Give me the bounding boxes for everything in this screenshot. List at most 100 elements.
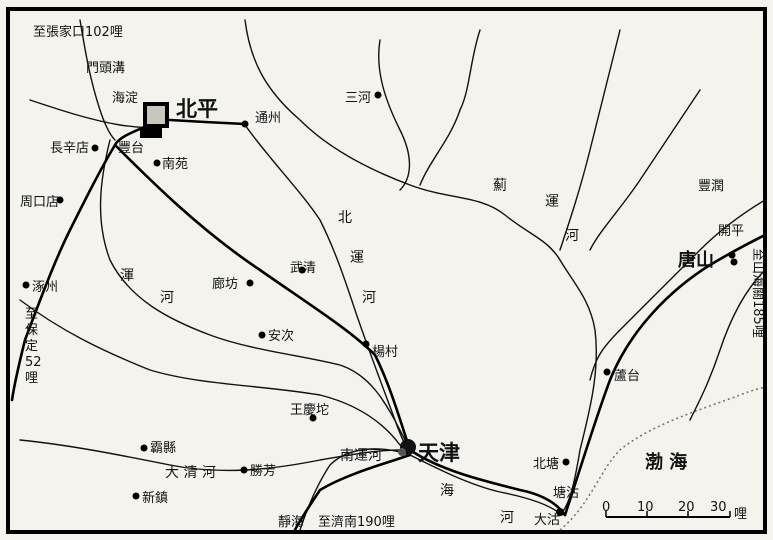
langfang-dot — [246, 279, 254, 287]
xinzhen-label: 新鎮 — [142, 490, 168, 506]
xinzhen-dot — [132, 492, 140, 500]
map-frame — [6, 7, 767, 534]
coastline — [559, 386, 766, 531]
zhoukoudian-dot — [56, 196, 64, 204]
dagu-label: 大沽 — [534, 513, 560, 528]
wuqing-dot — [298, 266, 306, 274]
railway-beiping-hankou — [10, 143, 117, 402]
jinan-distance: 至濟南190哩 — [318, 514, 395, 530]
scale-unit: 哩 — [734, 507, 747, 522]
shengfang-label: 勝芳 — [250, 464, 276, 479]
tributary-north-1 — [419, 29, 481, 186]
tributary-north-3 — [589, 89, 701, 251]
sanhe-dot — [374, 91, 382, 99]
tangshan-dot — [730, 258, 738, 266]
changxindian-dot — [91, 144, 99, 152]
beiyun-char-2: 運 — [350, 250, 364, 266]
nanyuan-label: 南苑 — [162, 156, 188, 172]
haidian-label: 海淀 — [112, 91, 138, 106]
beiyun-char-3: 河 — [362, 290, 376, 306]
tributary-east — [689, 269, 766, 421]
kaiping-label: 開平 — [718, 224, 744, 239]
shanhaiguan-distance: 至山海關185哩 — [750, 248, 765, 338]
hai-char-2: 河 — [500, 510, 514, 526]
zhangjiakou-distance: 至張家口102哩 — [33, 24, 123, 40]
baoding-char-3: 定 — [25, 339, 38, 354]
beiping-label: 北平 — [176, 97, 218, 121]
scale-tick-0: 0 — [602, 500, 610, 515]
nanyuan-dot — [153, 159, 161, 167]
stream-upper-left — [79, 19, 116, 141]
scale-tick-10: 10 — [637, 500, 654, 515]
baoding-char-2: 保 — [25, 323, 38, 338]
railway-tianjin-pukou — [293, 453, 412, 532]
hun-char-2: 河 — [160, 290, 174, 306]
baxian-label: 霸縣 — [150, 441, 176, 456]
wuqing-label: 武清 — [290, 261, 316, 276]
city-labels: 北平 天津 唐山 通州 三河 豐潤 開平 蘆台 北塘 塘沽 大沽 長辛店 周口店… — [20, 61, 744, 530]
mentougou-label: 門頭溝 — [86, 61, 125, 76]
jiyun-char-2: 運 — [545, 194, 559, 210]
scale-tick-30: 30 — [710, 500, 727, 515]
jiyun-char-3: 河 — [565, 228, 579, 244]
tanggu-label: 塘沽 — [553, 485, 579, 501]
beiping-city-block — [140, 102, 169, 138]
railway-beiping-tongzhou — [168, 118, 247, 126]
city-dots — [22, 91, 738, 516]
beitang-dot — [562, 458, 570, 466]
scale-tick-20: 20 — [678, 500, 695, 515]
scale-bar: 0 10 20 30 哩 — [602, 500, 747, 522]
langfang-label: 廊坊 — [212, 276, 238, 292]
tianjin-marker — [398, 439, 416, 456]
tangshan-label: 唐山 — [678, 249, 714, 271]
jinghai-label: 靜海 — [278, 515, 304, 530]
anci-label: 安次 — [268, 328, 294, 344]
wangqingtuo-dot — [309, 414, 317, 422]
baoding-char-1: 至 — [25, 307, 38, 322]
shengfang-dot — [240, 466, 248, 474]
da-qing-river — [19, 439, 401, 472]
tianjin-label: 天津 — [418, 441, 460, 465]
fengtai-label: 豐台 — [118, 141, 144, 156]
hun-river — [99, 139, 406, 441]
hun-char-1: 渾 — [120, 268, 134, 284]
tributary-ne — [589, 199, 766, 381]
baxian-dot — [140, 444, 148, 452]
wangqingtuo-label: 王慶坨 — [290, 402, 329, 418]
zhuozhou-label: 涿州 — [32, 280, 58, 295]
beitang-label: 北塘 — [533, 456, 559, 472]
nanyun-river-label: 南運河 — [340, 448, 382, 464]
ji-yun-river — [244, 19, 598, 516]
jiyun-char-1: 薊 — [493, 178, 507, 194]
yangcun-dot — [362, 340, 370, 348]
bohai-sea-label: 渤 海 — [645, 451, 687, 473]
daqing-river-label: 大 清 河 — [165, 465, 216, 481]
zhuozhou-dot — [22, 281, 30, 289]
railway-tianjin-tanggu — [408, 448, 567, 517]
hai-river — [409, 454, 563, 516]
fengrun-label: 豐潤 — [698, 179, 724, 194]
river-labels: 薊 運 河 北 運 河 渾 河 大 清 河 南運河 海 河 — [120, 178, 579, 526]
river-network — [19, 19, 766, 531]
dagu-dot — [556, 508, 564, 516]
anci-dot — [258, 331, 266, 339]
yangcun-label: 楊村 — [372, 344, 398, 360]
lutai-label: 蘆台 — [614, 369, 640, 384]
beiyun-char-1: 北 — [338, 210, 352, 226]
sanhe-label: 三河 — [345, 91, 371, 106]
railway-network — [10, 118, 767, 532]
hai-char-1: 海 — [440, 483, 454, 499]
zhoukoudian-label: 周口店 — [20, 195, 59, 210]
distance-notes: 至張家口102哩 至 保 定 52 哩 至山海關185哩 至濟南190哩 — [25, 24, 765, 530]
tongzhou-dot — [241, 120, 249, 128]
hun-river-branch — [19, 299, 401, 446]
tributary-north-2 — [559, 29, 621, 251]
three-rivers-stream — [378, 39, 411, 191]
baoding-char-4: 52 — [25, 355, 42, 370]
tongzhou-label: 通州 — [255, 111, 281, 126]
baoding-char-5: 哩 — [25, 371, 38, 386]
kaiping-dot — [728, 251, 736, 259]
lutai-dot — [603, 368, 611, 376]
changxindian-label: 長辛店 — [50, 141, 89, 156]
